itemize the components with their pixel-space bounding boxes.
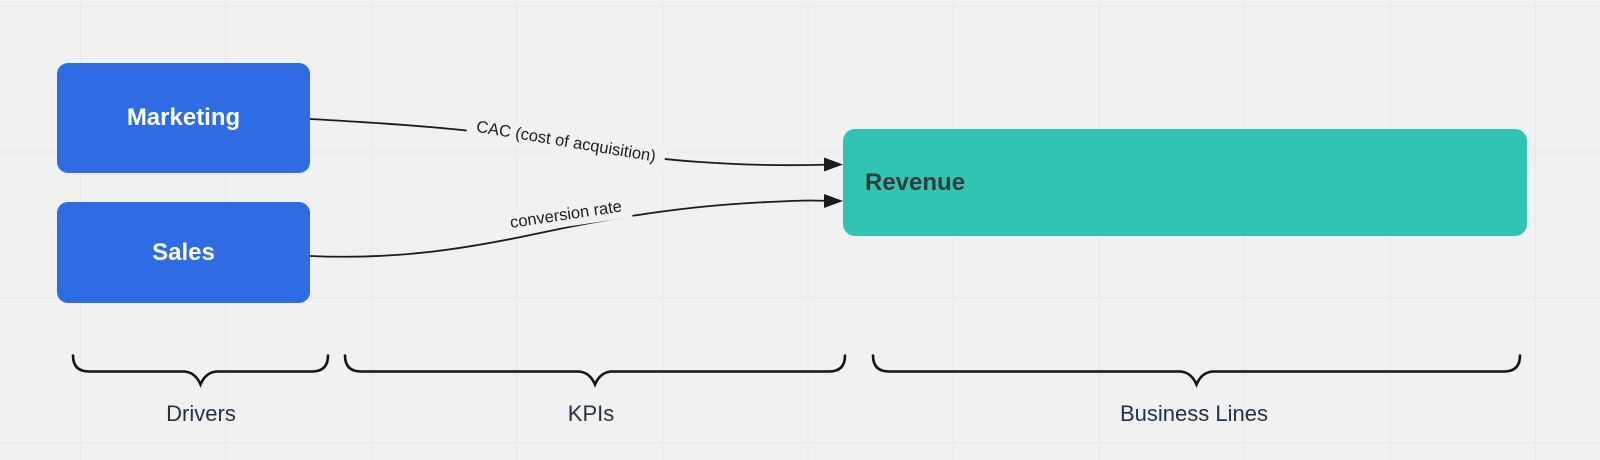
node-marketing[interactable]: Marketing [57,63,310,173]
connector-label-conversion-rate[interactable]: conversion rate [499,194,633,236]
bracket-drivers[interactable] [71,354,330,388]
connector-arrowhead[interactable] [824,194,843,208]
node-revenue-label: Revenue [865,168,966,196]
connector-arrowhead[interactable] [824,157,843,172]
bracket-business-lines[interactable] [871,354,1522,388]
node-sales-label: Sales [152,238,215,266]
bracket-kpis[interactable] [343,354,847,388]
group-label-kpis[interactable]: KPIs [567,401,615,426]
connector-label-cac[interactable]: CAC (cost of acquisition) [465,114,667,170]
node-marketing-label: Marketing [126,104,241,131]
node-sales[interactable]: Sales [57,202,310,303]
group-label-drivers[interactable]: Drivers [166,401,236,426]
group-label-business-lines[interactable]: Business Lines [1120,401,1268,426]
node-revenue[interactable]: Revenue [843,129,1527,236]
